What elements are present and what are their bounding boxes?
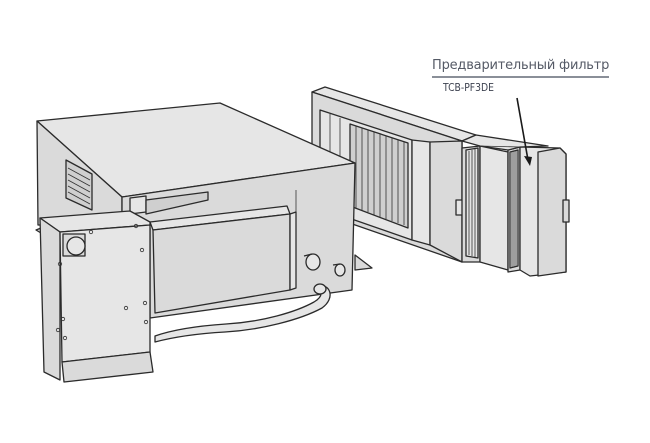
- callout-arrow: [516, 97, 532, 166]
- callout-title: Предварительный фильтр: [432, 58, 609, 78]
- indoor-unit: [35, 102, 373, 343]
- refrigerant-pipe-connections: [303, 253, 346, 277]
- electrical-control-box: [39, 210, 154, 383]
- drain-hose: [154, 283, 331, 343]
- callout-model-number: TCB-PF3DE: [443, 82, 494, 94]
